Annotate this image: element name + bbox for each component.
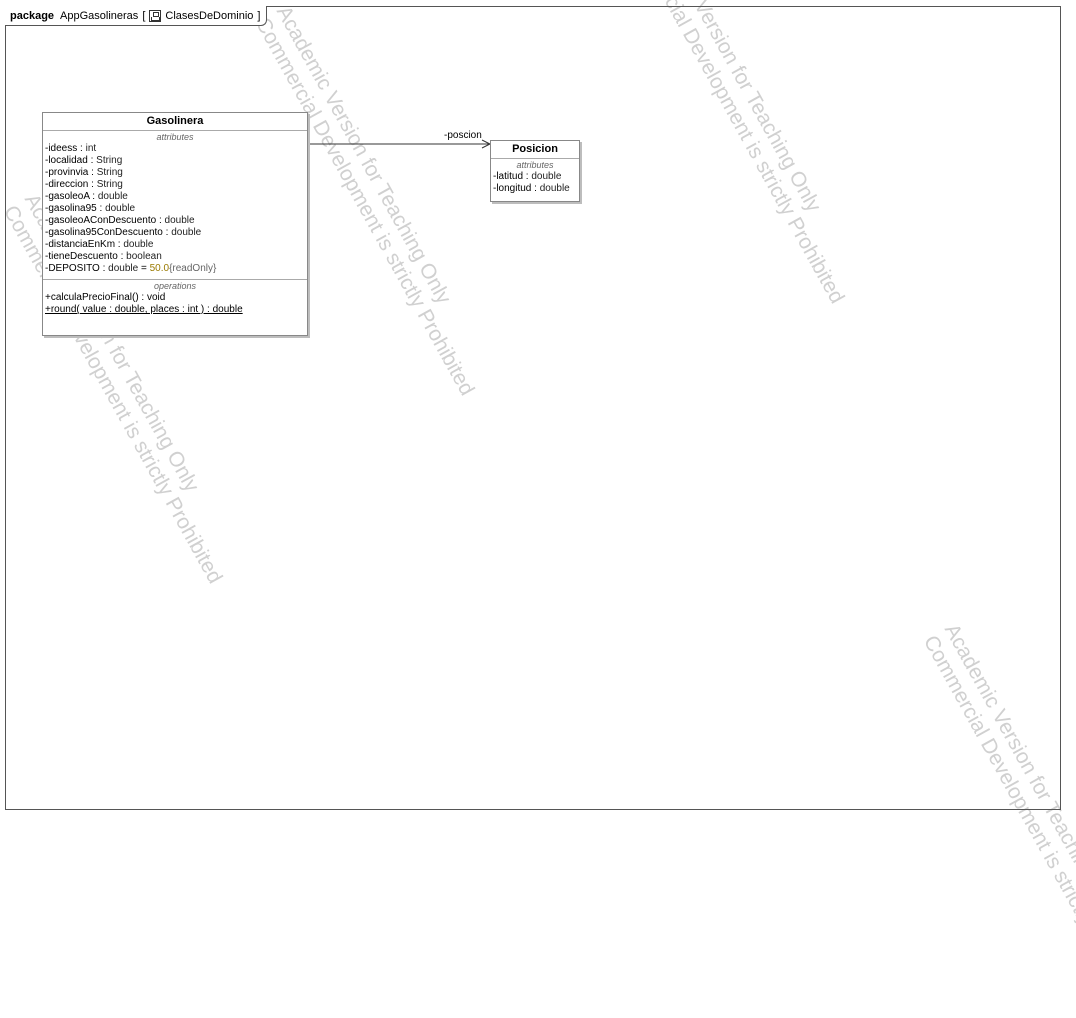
attr-sep: : (88, 167, 97, 178)
attr-type: double (531, 171, 562, 182)
attr-sep: : (96, 203, 106, 214)
attr-name: -gasolina95 (45, 203, 97, 214)
attr-name: -localidad (45, 155, 88, 166)
attribute-row[interactable]: -gasolina95 : double (45, 203, 305, 215)
attr-type: double (123, 239, 154, 250)
attr-type: double (171, 227, 202, 238)
attr-type: double (539, 183, 570, 194)
attr-type: double (105, 203, 136, 214)
attribute-row[interactable]: -gasoleoA : double (45, 191, 305, 203)
attr-type: boolean (126, 251, 162, 262)
class-diagram-icon (149, 9, 162, 22)
attr-sep: : (88, 179, 97, 190)
attributes-compartment: attributes -latitud : double-longitud : … (491, 159, 579, 199)
attr-type: double (164, 215, 195, 226)
attributes-compartment: attributes -ideess : int-localidad : Str… (43, 131, 307, 279)
class-gasolinera[interactable]: Gasolinera attributes -ideess : int-loca… (42, 112, 308, 336)
compartment-label: operations (153, 281, 197, 291)
attribute-row[interactable]: -tieneDescuento : boolean (45, 251, 305, 263)
attr-name: -provinvia (45, 167, 89, 178)
attribute-row[interactable]: -latitud : double (493, 171, 577, 183)
attr-modifier: {readOnly} (169, 263, 217, 274)
compartment-label: attributes (516, 160, 554, 170)
package-name: AppGasolineras (60, 9, 139, 22)
class-name: Posicion (491, 141, 579, 159)
attr-sep: : (115, 239, 124, 250)
attr-name: -DEPOSITO (45, 263, 100, 274)
attribute-list: -latitud : double-longitud : double (493, 171, 577, 195)
attr-name: -longitud (493, 183, 532, 194)
attr-type: String (96, 179, 123, 190)
association-role-label: -poscion (444, 130, 482, 141)
attr-sep: : (99, 263, 109, 274)
attr-eq: = (138, 263, 150, 274)
attr-type: String (96, 167, 123, 178)
attr-type: double (97, 191, 128, 202)
attribute-list: -ideess : int-localidad : String-provinv… (45, 143, 305, 275)
operations-compartment: operations +calculaPrecioFinal() : void … (43, 279, 307, 320)
class-posicion[interactable]: Posicion attributes -latitud : double-lo… (490, 140, 580, 202)
operation-calcula-precio-final[interactable]: +calculaPrecioFinal() : void (45, 292, 166, 303)
attr-name: -direccion (45, 179, 89, 190)
class-name: Gasolinera (43, 113, 307, 131)
attr-name: -gasolina95ConDescuento (45, 227, 163, 238)
attr-sep: : (87, 155, 97, 166)
compartment-label: attributes (156, 132, 194, 142)
attr-name: -gasoleoA (45, 191, 90, 202)
attr-type: double (108, 263, 139, 274)
attr-type: int (85, 143, 97, 154)
attr-default-value: 50.0 (149, 263, 170, 274)
attribute-row[interactable]: -DEPOSITO : double = 50.0{readOnly} (45, 263, 305, 275)
attribute-row[interactable]: -gasolina95ConDescuento : double (45, 227, 305, 239)
attr-sep: : (531, 183, 540, 194)
attribute-row[interactable]: -direccion : String (45, 179, 305, 191)
attribute-row[interactable]: -longitud : double (493, 183, 577, 195)
attr-sep: : (523, 171, 532, 182)
open-bracket: [ (142, 9, 146, 22)
attr-sep: : (77, 143, 86, 154)
attr-sep: : (117, 251, 127, 262)
attr-sep: : (89, 191, 98, 202)
attribute-row[interactable]: -localidad : String (45, 155, 305, 167)
attribute-row[interactable]: -distanciaEnKm : double (45, 239, 305, 251)
attribute-row[interactable]: -ideess : int (45, 143, 305, 155)
attr-name: -tieneDescuento (45, 251, 118, 262)
attr-name: -ideess (45, 143, 78, 154)
attribute-row[interactable]: -provinvia : String (45, 167, 305, 179)
package-keyword: package (10, 9, 55, 22)
close-bracket: ] (257, 9, 261, 22)
attr-name: -latitud (493, 171, 524, 182)
attr-sep: : (162, 227, 172, 238)
package-frame (5, 6, 1061, 810)
package-header[interactable]: package AppGasolineras [ ClasesDeDominio… (5, 6, 268, 26)
attr-type: String (96, 155, 123, 166)
operation-round[interactable]: +round( value : double, places : int ) :… (45, 304, 243, 315)
attr-name: -distanciaEnKm (45, 239, 116, 250)
diagram-name: ClasesDeDominio (165, 9, 254, 22)
attr-sep: : (156, 215, 165, 226)
attribute-row[interactable]: -gasoleoAConDescuento : double (45, 215, 305, 227)
attr-name: -gasoleoAConDescuento (45, 215, 157, 226)
